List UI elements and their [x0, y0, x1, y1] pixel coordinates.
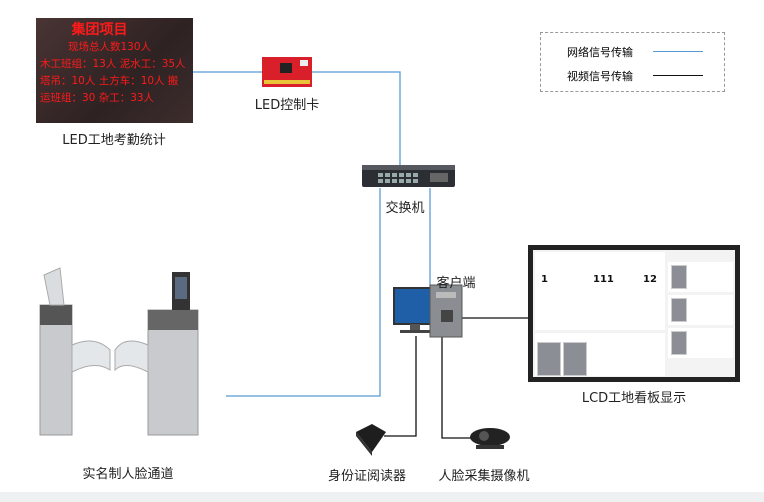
led-board-label: LED工地考勤统计: [62, 133, 166, 148]
led-line: 运班组：30 杂工：33人: [40, 92, 155, 104]
led-line: 木工班组：13人 泥水工：35人: [40, 58, 186, 70]
led-attendance-board: 集团项目 现场总人数130人 木工班组：13人 泥水工：35人 塔吊：10人 土…: [36, 18, 193, 123]
legend-video-line: [653, 75, 703, 76]
id-reader-label: 身份证阅读器: [327, 469, 407, 484]
camera-label: 人脸采集摄像机: [438, 469, 530, 484]
led-line: 塔吊：10人 土方车：10人 搬: [40, 75, 179, 87]
lcd-label: LCD工地看板显示: [581, 391, 687, 406]
footer-bar: [0, 492, 764, 502]
legend-network-label: 网络信号传输: [567, 46, 633, 59]
client-computer-icon: [393, 284, 463, 338]
led-card-label: LED控制卡: [254, 98, 320, 113]
line-client-to-reader: [384, 336, 417, 437]
lcd-stat: 1: [541, 274, 548, 285]
line-switch-to-turnstile: [226, 188, 381, 397]
network-switch-icon: [362, 165, 455, 187]
face-turnstile-icon: [39, 267, 199, 436]
led-title: 集团项目: [71, 22, 128, 38]
line-client-to-camera: [441, 336, 474, 439]
lcd-stat: 111: [593, 274, 614, 285]
turnstile-label: 实名制人脸通道: [82, 467, 174, 482]
led-line: 现场总人数130人: [67, 41, 152, 53]
legend-network-line: [653, 51, 703, 52]
switch-label: 交换机: [385, 201, 425, 216]
line-card-to-switch: [312, 71, 401, 166]
lcd-stat: 12: [643, 274, 657, 285]
legend-video-label: 视频信号传输: [567, 70, 633, 83]
id-card-reader-icon: [356, 424, 386, 456]
face-camera-icon: [470, 428, 510, 449]
legend: 网络信号传输 视频信号传输: [540, 32, 725, 92]
client-label: 客户端: [436, 276, 476, 291]
led-control-card-icon: [262, 57, 312, 87]
lcd-dashboard-display: 1 111 12: [528, 245, 740, 382]
